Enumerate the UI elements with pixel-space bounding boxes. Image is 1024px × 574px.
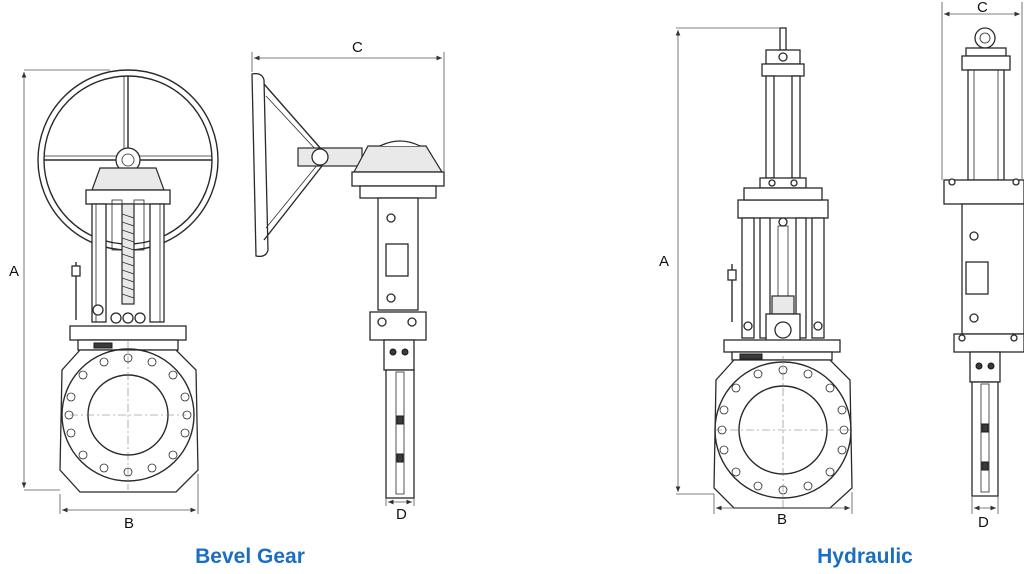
bevel-gear-side-view bbox=[251, 52, 445, 506]
bevel-dim-b-label: B bbox=[124, 515, 134, 532]
bevel-dim-a-label: A bbox=[9, 263, 19, 280]
hydraulic-side-view bbox=[941, 2, 1024, 514]
bevel-gear-front-view bbox=[21, 69, 219, 514]
hydraulic-caption: Hydraulic bbox=[817, 545, 913, 568]
hydraulic-dim-b-label: B bbox=[777, 511, 787, 528]
hydraulic-dim-d-label: D bbox=[978, 514, 989, 531]
bevel-dim-d-label: D bbox=[396, 506, 407, 523]
hydraulic-dim-c-label: C bbox=[977, 0, 988, 16]
bevel-dim-c-label: C bbox=[352, 39, 363, 56]
hydraulic-front-view bbox=[675, 27, 853, 514]
hydraulic-dim-a-label: A bbox=[659, 253, 669, 270]
bevel-gear-caption: Bevel Gear bbox=[195, 545, 305, 568]
